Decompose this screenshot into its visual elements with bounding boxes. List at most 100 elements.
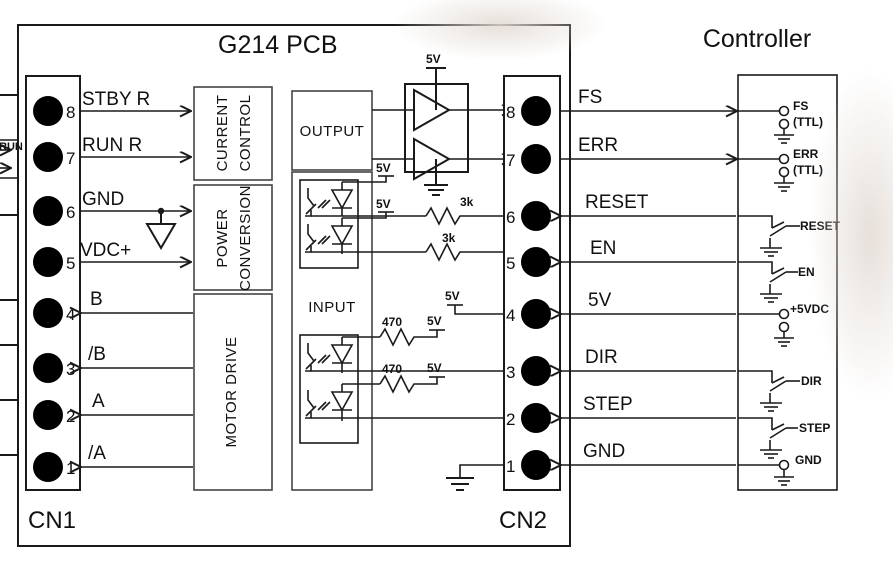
edge-fragment: RUN — [0, 94, 23, 456]
opto-en-5v-label: 5V — [376, 197, 391, 211]
cn2-pin-5-signal: EN — [590, 238, 616, 259]
cn2-pin-3-number: 3 — [506, 363, 515, 382]
optocoupler-reset — [305, 182, 354, 217]
cn1-pin-6-number: 6 — [66, 203, 75, 222]
block-motor-drive: MOTOR DRIVE — [193, 293, 273, 491]
cn2-pin-8: 8 FS — [506, 87, 736, 126]
controller-terminal-5vdc: +5VDC — [738, 302, 829, 347]
cn1-pin-2-number: 2 — [66, 407, 75, 426]
controller-terminal-err-label: ERR — [793, 147, 819, 161]
block-input-label: INPUT — [308, 299, 356, 316]
controller-switch-reset: RESET — [738, 215, 841, 257]
cn2-pin-4-signal: 5V — [588, 290, 612, 311]
cn2-pin-5: 5 EN — [506, 238, 736, 277]
controller-terminal-fs: FS (TTL) — [738, 99, 823, 144]
cn2-pin-1-signal: GND — [583, 441, 625, 462]
block-current-control: CURRENT CONTROL — [193, 86, 273, 181]
cn1-label: CN1 — [28, 507, 76, 534]
cn1-pin-2: 2 A — [33, 391, 193, 430]
cn1-pin-7-number: 7 — [66, 149, 75, 168]
cn1-pin-2-signal: A — [92, 391, 105, 412]
cn2-pin4-supply: 5V — [445, 289, 512, 315]
resistor-en-value: 3k — [442, 231, 456, 245]
controller-switch-step: STEP — [738, 417, 830, 459]
controller-switch-dir: DIR — [738, 370, 822, 412]
optocoupler-group-lower: 470 5V 470 5V — [299, 314, 512, 444]
resistor-reset-value: 3k — [460, 195, 474, 209]
cn1-pin-5: 5 VDC+ — [33, 240, 190, 277]
resistor-reset: 3k — [425, 195, 512, 226]
cn1-pin-8: 8 STBY R — [33, 89, 190, 126]
cn2-pin4-5v-label: 5V — [445, 289, 460, 303]
cn1-pin-8-signal: STBY R — [82, 89, 150, 110]
cn2-pin-6: 6 RESET — [506, 192, 736, 231]
cn2-pin-4-number: 4 — [506, 306, 515, 325]
controller-terminal-fs-sub: (TTL) — [793, 115, 823, 129]
cn1-pin-1-signal: /A — [88, 443, 106, 464]
cn2-pin-5-number: 5 — [506, 254, 515, 273]
block-output: OUTPUT — [291, 90, 373, 171]
buffer-5v-label: 5V — [426, 52, 441, 66]
cn1-pin-6: 6 GND — [33, 189, 190, 250]
resistor-step: 470 5V — [379, 361, 445, 394]
opto-dir-5v-label: 5V — [427, 314, 442, 328]
resistor-dir: 470 5V — [379, 314, 445, 347]
cn2-pin-1-number: 1 — [506, 457, 515, 476]
cn2-pin-3: 3 DIR — [506, 347, 736, 386]
controller-switch-en: EN — [738, 261, 815, 303]
cn2-pin-3-signal: DIR — [585, 347, 618, 368]
cn2-pin-2-signal: STEP — [583, 394, 633, 415]
block-power-conversion: POWER CONVERSION — [193, 184, 273, 291]
edge-fragment-label: RUN — [0, 141, 23, 153]
cn1-pin-7-signal: RUN R — [82, 135, 142, 156]
opto-reset-5v-label: 5V — [376, 161, 391, 175]
cn1-pin-5-number: 5 — [66, 254, 75, 273]
optocoupler-en — [305, 218, 354, 254]
cn1-pin-3-number: 3 — [66, 360, 75, 379]
cn1-pin-4-number: 4 — [66, 305, 75, 324]
optocoupler-step — [305, 384, 354, 421]
cn1-pin-8-number: 8 — [66, 103, 75, 122]
cn1-pin-7: 7 RUN R — [33, 135, 190, 172]
opto-step-5v-label: 5V — [427, 361, 442, 375]
cn2-pin-8-signal: FS — [578, 87, 602, 108]
controller-switch-en-label: EN — [798, 265, 815, 279]
controller-terminal-err: ERR (TTL) — [738, 147, 823, 192]
cn2-pin-2: 2 STEP — [506, 394, 736, 433]
block-power-conversion-line2: CONVERSION — [237, 185, 254, 291]
cn2-pin-1: 1 GND — [506, 441, 736, 480]
cn1-pin-4: 4 B — [33, 289, 193, 328]
cn2-pin1-ground — [446, 464, 512, 491]
controller-terminal-5vdc-label: +5VDC — [790, 302, 829, 316]
pcb-title: G214 PCB — [218, 31, 338, 59]
cn1-pin-3: 3 /B — [33, 344, 193, 383]
optocoupler-group-upper: 5V 5V 3k 3k — [299, 161, 512, 269]
cn1-pin-3-signal: /B — [88, 344, 106, 365]
controller-terminal-fs-label: FS — [793, 99, 808, 113]
cn2-pin-6-number: 6 — [506, 208, 515, 227]
cn2-pin-4: 4 5V — [506, 290, 736, 329]
cn2-pin-7: 7 ERR — [506, 135, 736, 174]
cn2-label: CN2 — [499, 507, 547, 534]
block-power-conversion-line1: POWER — [214, 208, 231, 267]
resistor-en: 3k — [425, 231, 512, 262]
cn2-pin-7-number: 7 — [506, 151, 515, 170]
cn2-pin-6-signal: RESET — [585, 192, 649, 213]
cn1-pin-1-number: 1 — [66, 459, 75, 478]
controller-switch-dir-label: DIR — [801, 374, 822, 388]
controller-switch-step-label: STEP — [799, 421, 830, 435]
cn1-pin-1: 1 /A — [33, 443, 193, 482]
resistor-step-value: 470 — [382, 362, 402, 376]
cn2-pin-8-number: 8 — [506, 103, 515, 122]
block-output-label: OUTPUT — [300, 123, 365, 140]
cn2-pin-7-signal: ERR — [578, 135, 618, 156]
controller-switch-reset-label: RESET — [800, 219, 841, 233]
block-motor-drive-label: MOTOR DRIVE — [223, 336, 240, 447]
controller-title: Controller — [703, 25, 811, 53]
cn1-pin-6-signal: GND — [82, 189, 124, 210]
controller-terminal-gnd-label: GND — [795, 453, 822, 467]
block-current-control-line2: CONTROL — [237, 95, 254, 172]
resistor-dir-value: 470 — [382, 315, 402, 329]
cn1-pin-4-signal: B — [90, 289, 103, 310]
